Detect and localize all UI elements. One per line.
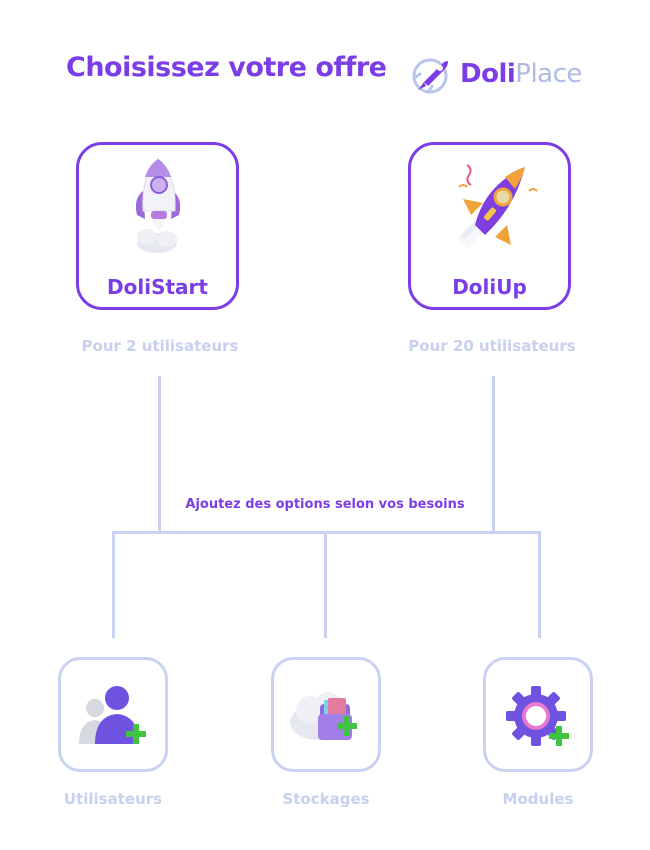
connector-line: [538, 531, 541, 638]
offer-name: DoliStart: [107, 275, 208, 299]
option-label: Utilisateurs: [63, 790, 163, 808]
add-users-icon: [77, 680, 153, 752]
connector-line: [492, 376, 495, 533]
add-storage-icon: [288, 686, 368, 746]
doliplace-logo: DoliPlace: [410, 52, 582, 96]
brand-place: Place: [515, 59, 582, 89]
option-card-modules[interactable]: [483, 657, 593, 772]
connector-line: [158, 376, 161, 533]
option-label: Stockages: [282, 790, 370, 808]
rocket-purple-icon: [445, 155, 541, 255]
option-card-users[interactable]: [58, 657, 168, 772]
rocket-icon: [410, 52, 454, 96]
offer-card-doliup[interactable]: DoliUp: [408, 142, 571, 310]
options-label: Ajoutez des options selon vos besoins: [185, 497, 465, 512]
offer-subtitle: Pour 2 utilisateurs: [81, 337, 239, 355]
connector-line: [324, 531, 327, 638]
offer-name: DoliUp: [452, 275, 527, 299]
rocket-white-icon: [129, 155, 189, 255]
option-label: Modules: [502, 790, 574, 808]
offer-subtitle: Pour 20 utilisateurs: [408, 337, 576, 355]
add-module-gear-icon: [504, 684, 580, 754]
offer-card-dolistart[interactable]: DoliStart: [76, 142, 239, 310]
page-title: Choisissez votre offre: [66, 52, 387, 83]
connector-line: [112, 531, 115, 638]
brand-doli: Doli: [460, 59, 516, 89]
option-card-storage[interactable]: [271, 657, 381, 772]
